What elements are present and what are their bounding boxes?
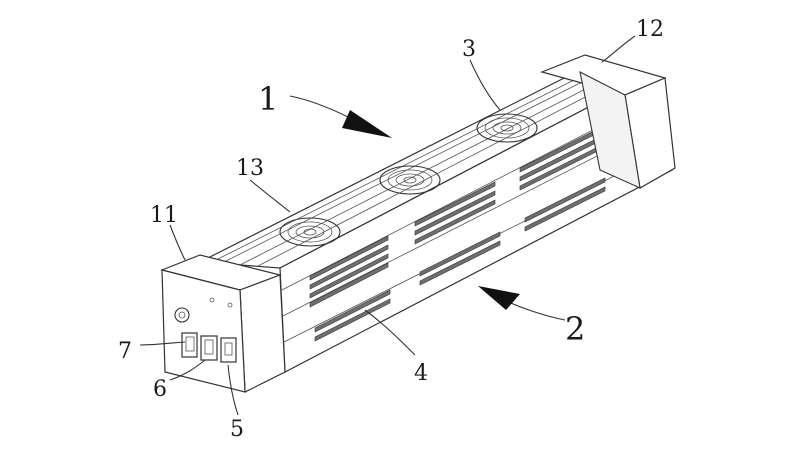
fan-right [476, 113, 538, 143]
callout-6: 6 [153, 377, 167, 402]
leader-11 [169, 224, 186, 261]
callout-5: 5 [230, 417, 244, 442]
callout-4: 4 [414, 361, 428, 386]
arrow-1 [289, 95, 392, 138]
knob-icon [174, 307, 190, 323]
control-panel [174, 297, 237, 363]
callout-2: 2 [565, 310, 585, 348]
fan-left [279, 217, 341, 247]
leader-3 [469, 59, 501, 111]
callout-7: 7 [118, 339, 132, 364]
leader-7 [139, 341, 186, 346]
callout-13: 13 [236, 156, 264, 181]
callout-1: 1 [258, 80, 278, 118]
callout-12: 12 [636, 17, 664, 42]
right-cap-front [579, 70, 641, 189]
leader-4 [364, 309, 416, 356]
socket-5 [220, 337, 237, 363]
fan-middle [379, 165, 441, 195]
leader-5 [227, 364, 239, 416]
left-cap-side [239, 274, 286, 393]
callout-3: 3 [462, 37, 476, 62]
arrow-2 [478, 286, 566, 321]
leader-6 [169, 359, 206, 381]
leader-13 [249, 179, 291, 213]
leader-12 [601, 35, 636, 63]
left-cap-front [161, 269, 246, 393]
callout-11: 11 [150, 203, 178, 228]
vent-slots-front [309, 127, 606, 342]
leader-lines [139, 35, 636, 416]
